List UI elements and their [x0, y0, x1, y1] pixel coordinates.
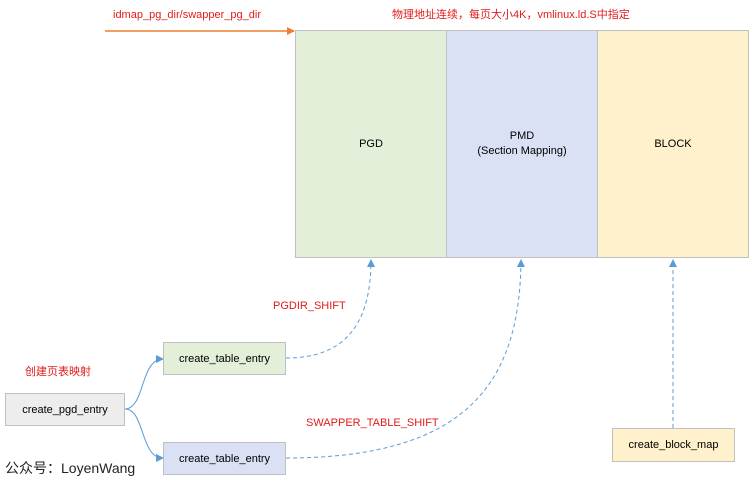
top-arrow-label: idmap_pg_dir/swapper_pg_dir — [113, 9, 261, 21]
swapper-table-shift-label: SWAPPER_TABLE_SHIFT — [306, 417, 439, 429]
create-pgd-entry-text: create_pgd_entry — [22, 403, 108, 416]
branch-to-top-entry — [124, 355, 164, 410]
block-label: BLOCK — [654, 137, 692, 150]
pgdir-shift-label: PGDIR_SHIFT — [273, 300, 346, 312]
swapper-table-shift-connector — [285, 259, 525, 459]
pgd-label: PGD — [359, 137, 383, 150]
pmd-block: PMD (Section Mapping) — [446, 30, 598, 258]
pgd-block: PGD — [295, 30, 447, 258]
watermark: 公众号：LoyenWang — [5, 460, 136, 476]
branch-to-bottom-entry — [124, 408, 164, 462]
create-pgd-entry-node: create_pgd_entry — [5, 393, 125, 426]
create-block-map-text: create_block_map — [628, 439, 719, 451]
create-block-map-node: create_block_map — [612, 428, 735, 462]
mapping-label: 创建页表映射 — [25, 366, 91, 378]
create-table-entry-bottom-node: create_table_entry — [163, 442, 286, 475]
create-table-entry-top-text: create_table_entry — [178, 352, 271, 365]
create-table-entry-bottom-text: create_table_entry — [178, 452, 271, 465]
pmd-sublabel: (Section Mapping) — [477, 145, 567, 157]
pgdir-shift-connector — [285, 259, 375, 359]
create-table-entry-top-node: create_table_entry — [163, 342, 286, 375]
pmd-label: PMD — [509, 130, 535, 142]
memory-note: 物理地址连续，每页大小4K，vmlinux.ld.S中指定 — [392, 9, 630, 21]
block-block: BLOCK — [597, 30, 749, 258]
